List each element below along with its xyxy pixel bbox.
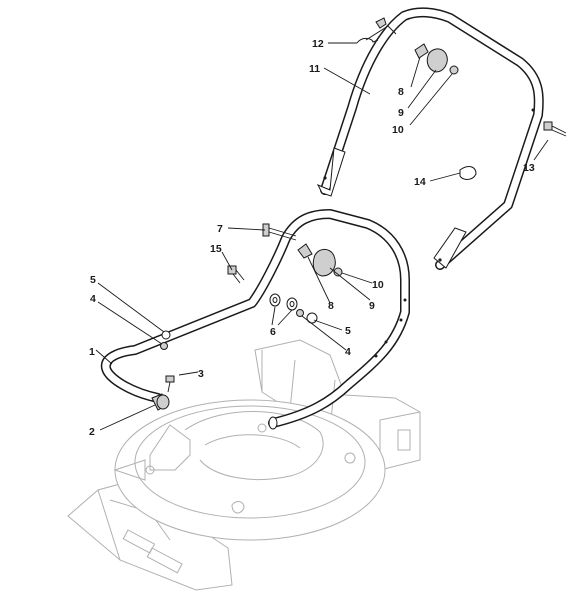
label-9-mid: 9: [369, 300, 375, 312]
label-8-mid: 8: [328, 300, 334, 312]
label-4-right: 4: [345, 346, 351, 358]
label-10-top: 10: [392, 124, 404, 136]
part-number-labels: 12 11 8 9 10 13 14 7 15 5 4 1 3 2 6 8 9 …: [89, 38, 535, 438]
label-3: 3: [198, 368, 204, 380]
upper-knob-assembly: [414, 43, 459, 75]
label-12-top: 12: [312, 38, 324, 50]
label-7: 7: [217, 223, 223, 235]
label-5-left: 5: [90, 274, 96, 286]
lower-knob-assembly: [297, 243, 343, 277]
label-4-left: 4: [90, 293, 96, 305]
label-5-right: 5: [345, 325, 351, 337]
label-2: 2: [89, 426, 95, 438]
label-6: 6: [270, 326, 276, 338]
label-15: 15: [210, 243, 222, 255]
right-nut-washer: [296, 309, 318, 324]
upper-handle: [316, 7, 544, 270]
lower-handle: [100, 209, 410, 430]
leader-lines: [95, 42, 549, 431]
part-15-bolt: [227, 265, 245, 284]
part-6-washers: [269, 293, 298, 311]
part-2-end-cap: [151, 393, 170, 411]
mower-deck: [67, 339, 421, 591]
label-13: 13: [523, 162, 535, 174]
label-10-mid: 10: [372, 279, 384, 291]
part-12-cable-lever: [356, 17, 397, 44]
label-8-top: 8: [398, 86, 404, 98]
left-nut-washer: [160, 330, 171, 350]
part-3-screw: [165, 375, 175, 393]
label-11-top: 11: [309, 63, 320, 75]
label-1: 1: [89, 346, 95, 358]
part-14-cable-clip: [459, 166, 477, 180]
label-9-top: 9: [398, 107, 404, 119]
part-13-bolt: [543, 121, 567, 137]
label-14: 14: [414, 176, 426, 188]
